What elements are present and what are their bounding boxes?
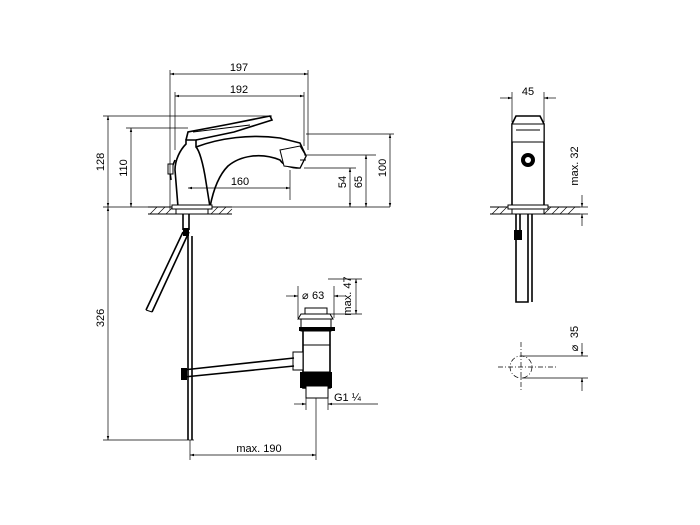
dim-body-height: 110 <box>118 159 130 177</box>
dim-lever-height: 128 <box>95 153 107 171</box>
dim-below-deck: 326 <box>95 309 107 327</box>
drain-assembly <box>181 307 335 399</box>
diameter-symbol: ⌀ <box>302 290 309 302</box>
dim-deck-max: max. 32 <box>569 146 581 185</box>
dim-thread: G1 ¼ <box>334 392 362 404</box>
dim-total-height: 100 <box>377 159 389 177</box>
diameter-symbol-hole: ⌀ <box>569 344 581 351</box>
hole-detail: ⌀ 35 <box>498 326 588 392</box>
dim-hole-diameter: 35 <box>569 326 581 338</box>
dim-spout-reach: 192 <box>230 84 248 96</box>
dim-drain-max-height: max. 47 <box>342 276 354 315</box>
dim-waste-reach: max. 190 <box>236 443 281 455</box>
dim-hole-diameter-label: ⌀ 35 <box>569 326 581 351</box>
front-view: 45 max. 32 <box>490 86 588 303</box>
dim-overall-length: 197 <box>230 62 248 74</box>
supply-hoses <box>145 214 193 440</box>
dim-drain-diameter: 63 <box>312 290 324 302</box>
faucet-body <box>167 115 307 215</box>
side-view: 197 192 160 128 110 54 65 100 326 max. 1… <box>95 62 394 460</box>
dim-drain-diameter-label: ⌀ 63 <box>302 290 324 302</box>
dimension-lines <box>103 70 394 460</box>
dim-aerator-height: 65 <box>353 176 365 188</box>
dim-width: 45 <box>522 86 534 98</box>
dim-outlet-to-axis: 160 <box>231 176 249 188</box>
dim-outlet-height: 54 <box>337 176 349 188</box>
